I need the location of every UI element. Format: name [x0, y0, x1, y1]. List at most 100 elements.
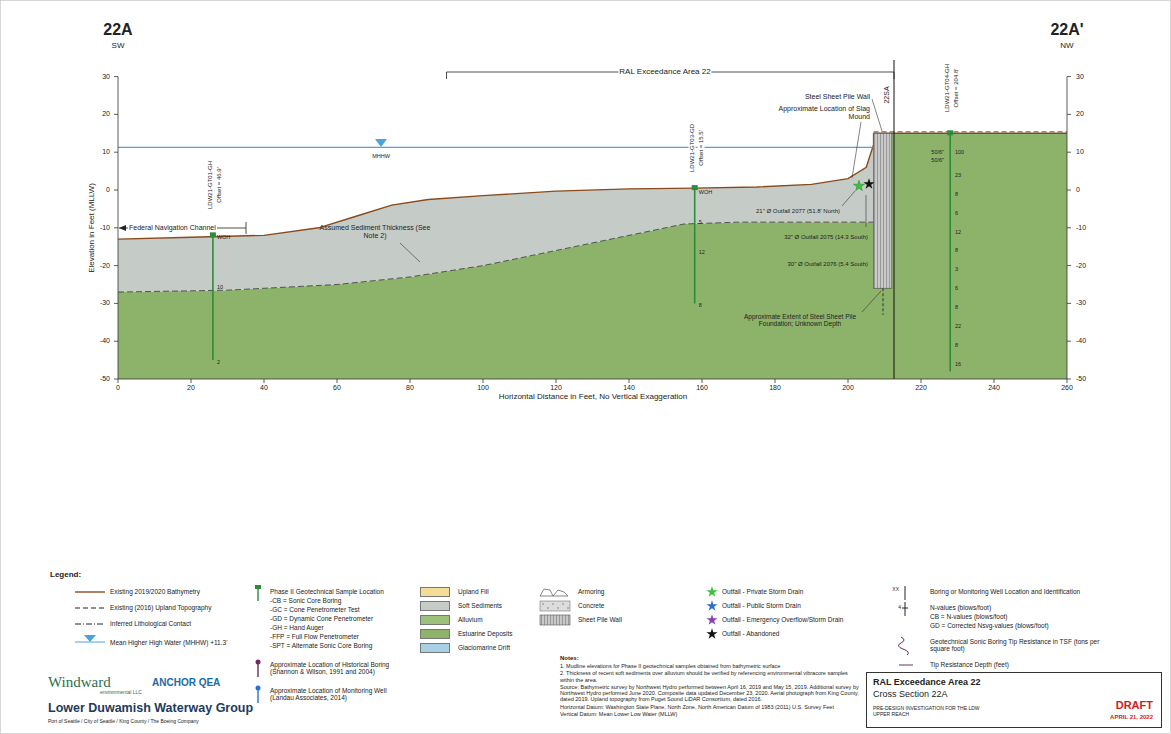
- legend-outfall: [706, 586, 717, 597]
- legend-text: Boring or Monitoring Well Location and I…: [930, 588, 1080, 595]
- legend-text: Soft Sediments: [458, 602, 502, 609]
- legend-text: -GC = Cone Penetrometer Test: [270, 606, 360, 613]
- label-text: 10: [102, 148, 110, 156]
- label-text: Legend:: [50, 570, 81, 579]
- label-text: XX: [892, 587, 899, 593]
- legend-line: [75, 608, 105, 609]
- label-text: -20: [100, 262, 110, 270]
- x-tick: [118, 379, 119, 383]
- label-text: Federal Navigation Channel: [128, 224, 217, 232]
- label-text: 50/6": [931, 157, 944, 163]
- label-text: 200: [842, 384, 854, 392]
- label-text: 20: [1076, 110, 1084, 118]
- upland-topography: [874, 131, 1067, 132]
- label-text: LDW21-GT03-GD: [689, 123, 696, 173]
- legend-mhhw-line: [75, 642, 105, 643]
- legend-tip: [898, 637, 908, 655]
- label-text: 22: [955, 323, 961, 329]
- x-tick: [848, 379, 849, 383]
- legend-text: Tip Resistance Depth (feet): [930, 661, 1009, 668]
- concrete-dot: [567, 607, 568, 608]
- legend-text: Upland Fill: [458, 588, 489, 595]
- legend-text: GD = Corrected Nsvg-values (blows/foot): [930, 622, 1049, 629]
- label-text: -10: [1076, 224, 1086, 232]
- legend-text: Approximate Location of Monitoring Well …: [270, 687, 410, 702]
- label-text: NW: [1060, 41, 1073, 50]
- legend-outfall: [706, 614, 717, 625]
- legend-text: Geotechnical Sonic Boring Tip Resistance…: [930, 638, 1120, 653]
- x-tick: [191, 379, 192, 383]
- label-text: Horizontal Datum: Washington State Plane…: [560, 704, 860, 710]
- label-text: 22A': [1050, 21, 1083, 39]
- label-text: 30: [102, 73, 110, 81]
- y-tick: [114, 265, 1071, 266]
- label-text: Notes:: [560, 655, 860, 662]
- label-text: 100: [955, 149, 964, 155]
- label-text: -50: [1076, 375, 1086, 383]
- label-text: -30: [1076, 299, 1086, 307]
- title-text: DRAFT: [1116, 699, 1153, 712]
- label-text: -40: [1076, 337, 1086, 345]
- legend-samples: [75, 585, 913, 703]
- x-tick: [994, 379, 995, 383]
- legend-mhhw: [84, 635, 96, 642]
- label-text: Offset = 46.9': [216, 166, 223, 204]
- concrete-dot: [562, 603, 563, 604]
- boring-line: [949, 133, 951, 371]
- label-text: LDW21-GT01-GH: [207, 160, 214, 210]
- concrete-dot: [552, 603, 553, 604]
- legend-text: Phase II Geotechnical Sample Location: [270, 588, 384, 595]
- label-text: 22SA: [883, 86, 891, 103]
- label-text: 8: [955, 191, 958, 197]
- label-text: 22A: [103, 21, 132, 39]
- legend-swatch: [420, 601, 450, 611]
- legend-text: Armoring: [578, 588, 604, 595]
- legend-text: CB = N-values (blows/foot): [930, 613, 1008, 620]
- label-text: 20: [187, 384, 195, 392]
- label-text: 32" Ø Outfall 2075 (14.3 South): [773, 234, 868, 241]
- label-text: Source: Bathymetric survey by Northwest …: [560, 684, 860, 703]
- label-text: 8: [955, 304, 958, 310]
- label-text: Steel Sheet Pile Wall: [805, 93, 870, 101]
- legend-swatch: [420, 629, 450, 639]
- x-tick: [1067, 379, 1068, 383]
- label-text: RAL Exceedance Area 22: [618, 67, 711, 76]
- label-text: 80: [406, 384, 414, 392]
- label-text: 10: [217, 283, 223, 289]
- legend-boring-id: [905, 586, 906, 600]
- label-text: -30: [100, 299, 110, 307]
- leader-line: [862, 291, 881, 312]
- title-block: RAL Exceedance Area 22Cross Section 22AP…: [866, 672, 1162, 728]
- label-text: 6: [955, 285, 958, 291]
- legend-swatch: [420, 643, 450, 653]
- label-text: 120: [550, 384, 562, 392]
- label-text: WOH: [217, 234, 230, 240]
- legend-text: Mean Higher High Water (MHHW) +11.3': [110, 639, 230, 646]
- label-text: 3: [955, 266, 958, 272]
- label-text: 60: [333, 384, 341, 392]
- section-line-22sa: [894, 60, 895, 379]
- mhhw-symbol: [375, 139, 387, 147]
- legend-boring-top: [255, 585, 261, 589]
- label-text: 12: [699, 249, 705, 255]
- label-text: 21" Ø Outfall 2077 (51.8' North): [750, 208, 840, 215]
- legend-outfall: [706, 628, 717, 639]
- legend-concrete: [540, 601, 570, 611]
- legend-outfall: [706, 600, 717, 611]
- label-text: Offset = 15.5': [698, 129, 705, 167]
- label-text: 6: [955, 210, 958, 216]
- label-text: 8: [699, 302, 702, 308]
- legend-tipd: [899, 665, 913, 666]
- label-text: 40: [260, 384, 268, 392]
- label-text: 220: [915, 384, 927, 392]
- soft-sediment-fill: [118, 133, 874, 292]
- label-text: 50/6": [931, 149, 944, 155]
- label-text: 23: [955, 172, 961, 178]
- label-text: 12: [955, 228, 961, 234]
- label-text: environmental LLC: [100, 690, 142, 696]
- label-text: 0: [106, 186, 110, 194]
- axes: [114, 77, 1071, 383]
- legend-text: N-values (blows/foot): [930, 604, 991, 611]
- legend-swatch: [420, 615, 450, 625]
